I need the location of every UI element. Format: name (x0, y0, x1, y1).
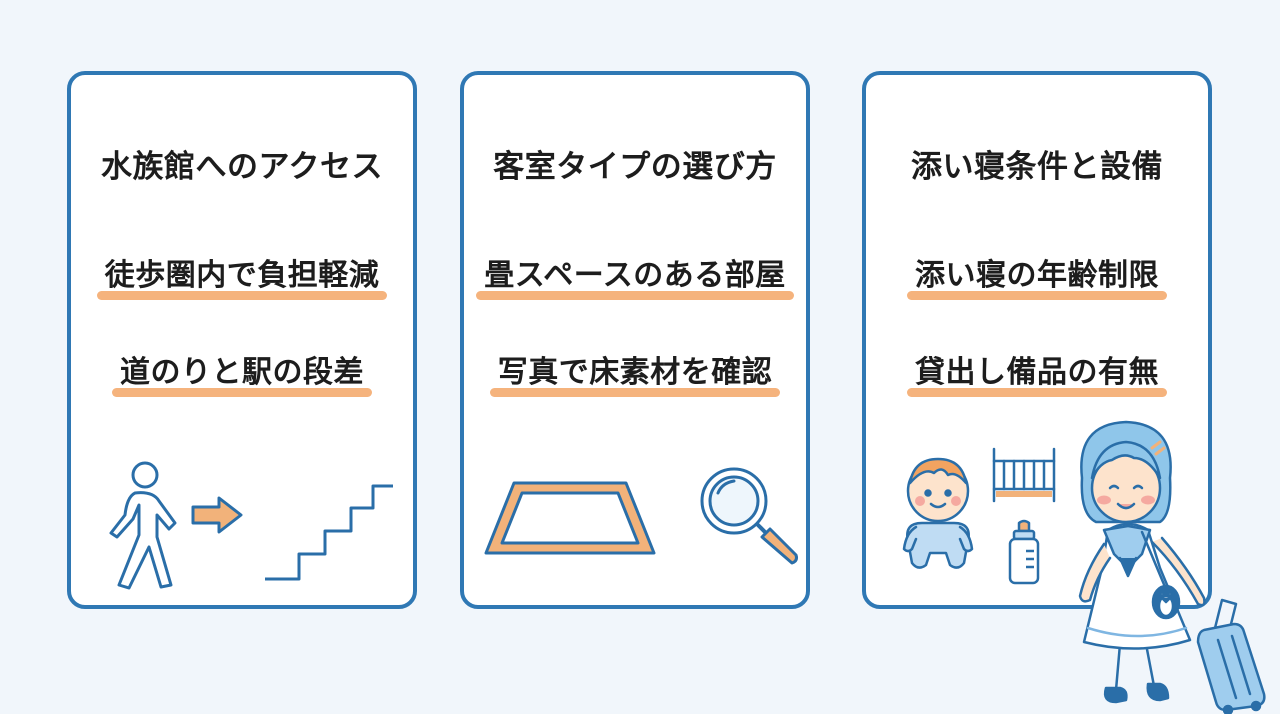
point-item: 畳スペースのある部屋 (464, 250, 806, 300)
point-item: 貸出し備品の有無 (866, 347, 1208, 397)
point-text: 徒歩圏内で負担軽減 (96, 250, 387, 300)
tatami-floor-icon (484, 481, 656, 555)
point-text: 添い寝の年齢制限 (907, 250, 1167, 300)
card-title: 水族館へのアクセス (101, 149, 383, 185)
baby-icon (902, 457, 974, 569)
girl-with-suitcase-illustration (1078, 420, 1266, 714)
walking-person-icon (109, 461, 177, 590)
card-aquarium-access: 水族館へのアクセス 徒歩圏内で負担軽減 道のりと駅の段差 (67, 71, 417, 609)
point-text: 道のりと駅の段差 (112, 347, 372, 397)
point-text: 畳スペースのある部屋 (476, 250, 795, 300)
point-item: 徒歩圏内で負担軽減 (71, 250, 413, 300)
baby-bottle-icon (1008, 519, 1040, 585)
stairs-icon (265, 484, 393, 581)
point-item: 添い寝の年齢制限 (866, 250, 1208, 300)
card-cosleeping: 添い寝条件と設備 添い寝の年齢制限 貸出し備品の有無 (862, 71, 1212, 609)
point-item: 道のりと駅の段差 (71, 347, 413, 397)
card-title: 添い寝条件と設備 (911, 149, 1163, 185)
point-text: 写真で床素材を確認 (489, 347, 780, 397)
right-arrow-icon (191, 496, 243, 534)
magnifying-glass-icon (700, 467, 798, 565)
point-text: 貸出し備品の有無 (907, 347, 1167, 397)
crib-icon (992, 447, 1056, 503)
point-item: 写真で床素材を確認 (464, 347, 806, 397)
card-room-type: 客室タイプの選び方 畳スペースのある部屋 写真で床素材を確認 (460, 71, 810, 609)
card-title: 客室タイプの選び方 (493, 149, 777, 185)
